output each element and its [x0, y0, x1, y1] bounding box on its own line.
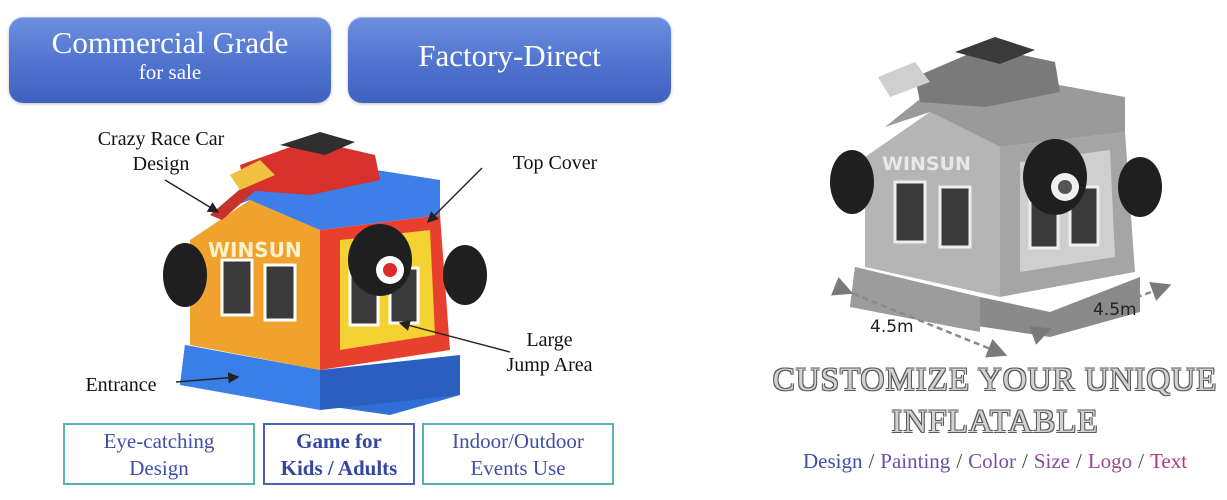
customize-options: Design/Painting/Color/Size/Logo/Text: [802, 449, 1188, 473]
feature-indoor-outdoor: Indoor/Outdoor Events Use: [422, 423, 614, 485]
commercial-grade-badge: Commercial Grade for sale: [9, 17, 331, 103]
feature-3-line2: Events Use: [470, 456, 566, 480]
race-car-bounce-house-image: WINSUN: [163, 132, 487, 415]
option-size: Size: [1033, 449, 1070, 473]
feature-2-line1: Game for: [296, 429, 382, 453]
logo-text-gray: WINSUN: [882, 153, 971, 175]
feature-1-line2: Design: [129, 456, 189, 480]
option-text: Text: [1150, 449, 1188, 473]
for-sale-text: for sale: [138, 60, 202, 84]
feature-1-line1: Eye-catching: [103, 429, 215, 453]
commercial-grade-text: Commercial Grade: [51, 25, 289, 60]
width-dimension: 4.5m: [870, 317, 914, 337]
race-car-line1: Crazy Race Car: [97, 128, 225, 150]
depth-dimension: 4.5m: [1093, 300, 1137, 320]
jump-area-line2: Jump Area: [506, 354, 593, 376]
jump-area-callout: Large Jump Area: [482, 328, 617, 378]
feature-3-line1: Indoor/Outdoor: [452, 429, 584, 453]
customize-title-line2: INFLATABLE: [891, 404, 1099, 440]
customize-title-line1: CUSTOMIZE YOUR UNIQUE: [772, 362, 1218, 398]
callout-arrows: [164, 167, 511, 384]
option-design: Design: [802, 449, 863, 473]
feature-game-for-kids: Game for Kids / Adults: [263, 423, 415, 485]
feature-eye-catching: Eye-catching Design: [63, 423, 255, 485]
dimension-lines: [830, 276, 1172, 358]
option-color: Color: [968, 449, 1016, 473]
jump-area-line1: Large: [526, 329, 573, 351]
entrance-callout: Entrance: [85, 374, 157, 396]
top-cover-callout: Top Cover: [512, 152, 598, 174]
race-car-line2: Design: [132, 153, 190, 175]
race-car-callout: Crazy Race Car Design: [72, 127, 250, 177]
factory-direct-badge: Factory-Direct: [348, 17, 671, 103]
option-painting: Painting: [880, 449, 951, 473]
logo-text-colored: WINSUN: [208, 238, 302, 262]
feature-2-line2: Kids / Adults: [280, 456, 398, 480]
option-logo: Logo: [1087, 449, 1133, 473]
factory-direct-text: Factory-Direct: [418, 38, 601, 73]
